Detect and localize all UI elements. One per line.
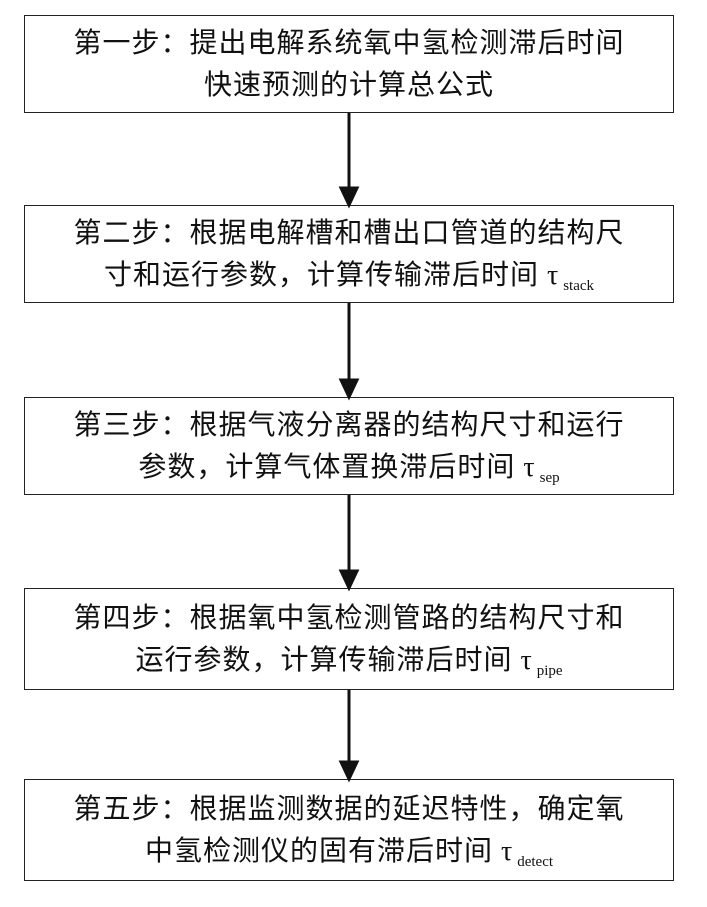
arrow-3-4-head [341, 571, 357, 588]
arrow-1-2-head [341, 188, 357, 205]
arrow-4-5-head [341, 762, 357, 779]
arrow-2-3-head [341, 380, 357, 397]
